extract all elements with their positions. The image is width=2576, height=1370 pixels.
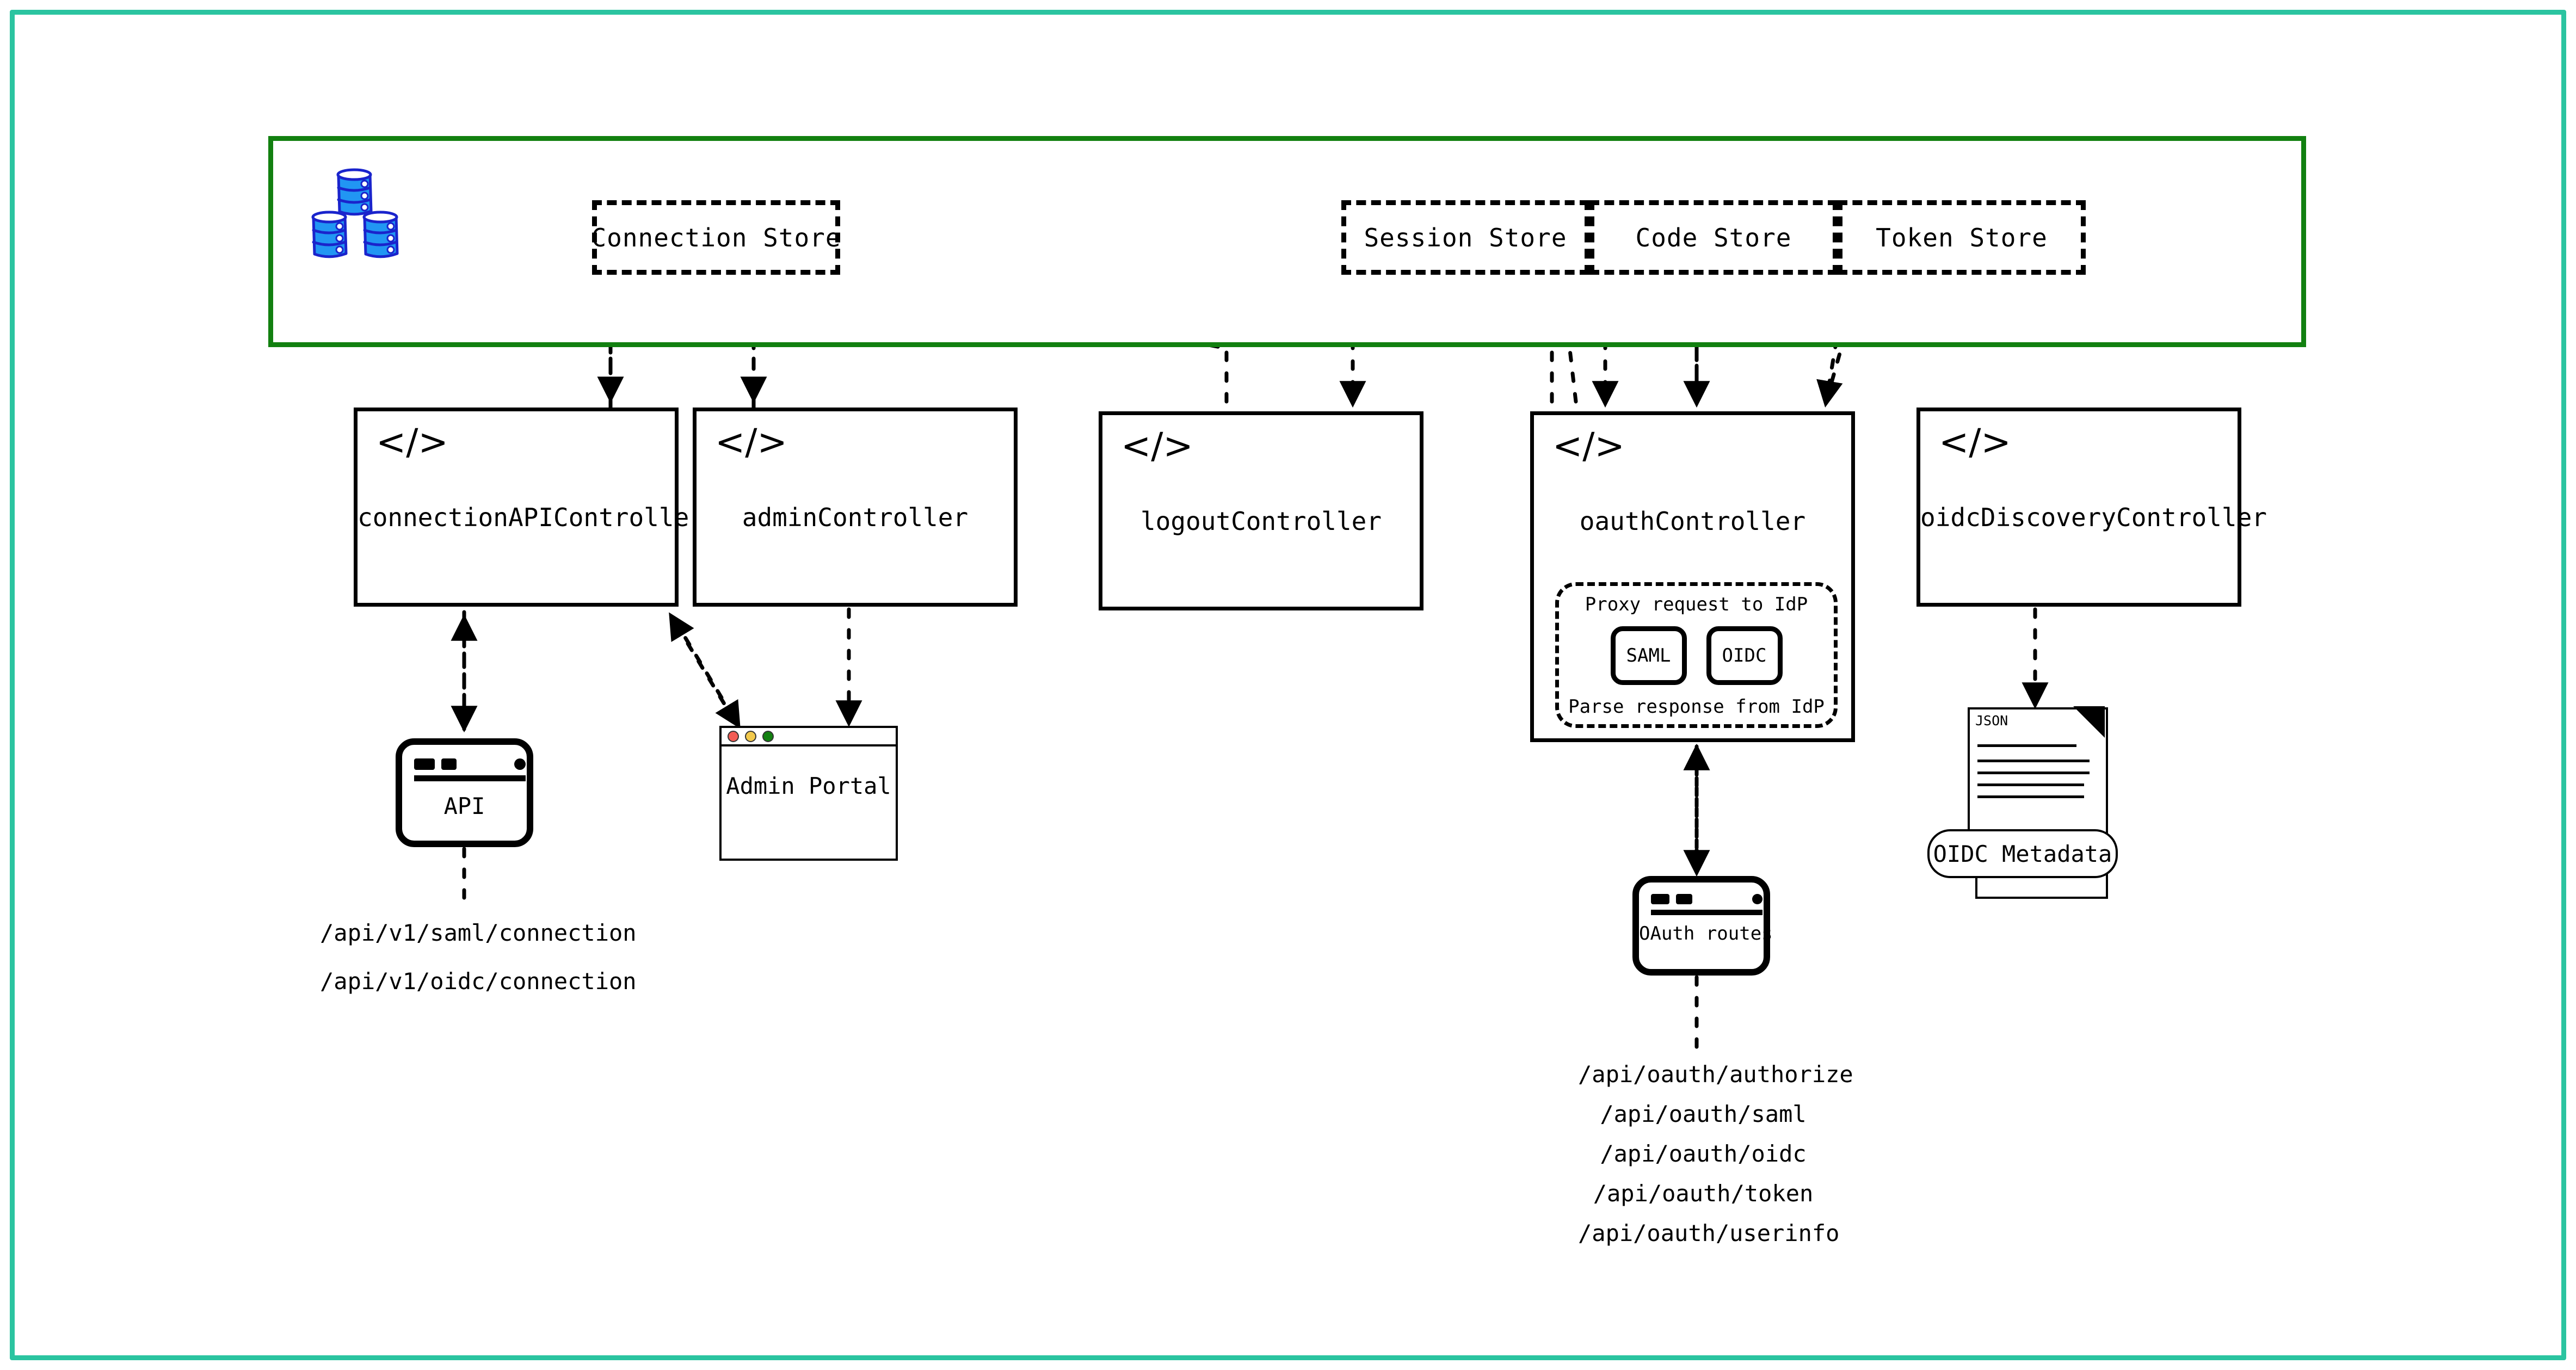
- titlebar-dot: [1676, 893, 1692, 904]
- outer-frame: [10, 10, 2566, 1360]
- json-tag-label: JSON: [1975, 713, 2008, 729]
- titlebar-rule: [1651, 910, 1762, 915]
- document-text-line: [1977, 744, 2076, 747]
- store-token[interactable]: Token Store: [1838, 200, 2086, 275]
- controller-label: logoutController: [1140, 507, 1382, 536]
- parse-response-label: Parse response from IdP: [1568, 696, 1825, 718]
- protocol-chip-saml[interactable]: SAML: [1610, 626, 1687, 685]
- code-brackets-icon: </>: [376, 421, 448, 463]
- traffic-light-green-icon: [762, 730, 774, 742]
- code-brackets-icon: </>: [1121, 425, 1193, 467]
- connection-api-endpoint-list: /api/v1/saml/connection /api/v1/oidc/con…: [320, 919, 637, 1016]
- admin-portal-window[interactable]: Admin Portal: [719, 726, 898, 861]
- titlebar-dot: [441, 758, 457, 770]
- document-text-line: [1977, 795, 2084, 798]
- oidc-metadata-pill[interactable]: OIDC Metadata: [1927, 829, 2118, 878]
- proxy-request-label: Proxy request to IdP: [1585, 594, 1808, 615]
- controller-label: adminController: [742, 503, 969, 532]
- store-code-label: Code Store: [1635, 223, 1792, 252]
- titlebar-dot: [414, 758, 435, 770]
- store-session[interactable]: Session Store: [1341, 200, 1589, 275]
- document-text-line: [1977, 760, 2090, 762]
- device-titlebar: [1651, 892, 1762, 905]
- store-connection[interactable]: Connection Store: [591, 200, 841, 275]
- controller-connectionapicontroller[interactable]: </> connectionAPIController: [354, 408, 704, 607]
- controller-label: oauthController: [1579, 507, 1806, 536]
- window-titlebar: [722, 728, 896, 746]
- store-code[interactable]: Code Store: [1589, 200, 1838, 275]
- protocol-chip-row: SAML OIDC: [1610, 626, 1783, 685]
- controller-label: oidcDiscoveryController: [1920, 503, 2267, 532]
- database-stack-icon: [311, 168, 399, 258]
- controller-admincontroller[interactable]: </> adminController: [693, 408, 1018, 607]
- device-titlebar: [414, 757, 526, 771]
- api-device-icon[interactable]: API: [396, 738, 533, 847]
- endpoint-label: /api/oauth/userinfo: [1578, 1220, 1840, 1246]
- admin-portal-label: Admin Portal: [726, 773, 891, 799]
- proxy-idp-group: Proxy request to IdP SAML OIDC Parse res…: [1555, 582, 1838, 728]
- document-text-line: [1977, 772, 2090, 774]
- endpoint-label: /api/oauth/saml: [1600, 1101, 1807, 1127]
- endpoint-label: /api/v1/oidc/connection: [320, 968, 637, 995]
- store-token-label: Token Store: [1876, 223, 2048, 252]
- endpoint-label: /api/oauth/oidc: [1600, 1140, 1807, 1167]
- oauth-routes-icon[interactable]: OAuth routes: [1632, 876, 1773, 976]
- endpoint-label: /api/oauth/authorize: [1578, 1061, 1853, 1088]
- controller-label: connectionAPIController: [358, 503, 704, 532]
- titlebar-dot: [514, 758, 526, 770]
- oauth-routes-label: OAuth routes: [1639, 923, 1773, 945]
- document-text-line: [1977, 783, 2084, 786]
- code-brackets-icon: </>: [715, 421, 787, 463]
- endpoint-label: /api/oauth/token: [1593, 1180, 1814, 1207]
- titlebar-dot: [1752, 893, 1762, 904]
- titlebar-dot: [1651, 893, 1669, 904]
- endpoint-label: /api/v1/saml/connection: [320, 919, 637, 946]
- controller-oidcdiscoverycontroller[interactable]: </> oidcDiscoveryController: [1916, 408, 2267, 607]
- api-device-label: API: [443, 793, 485, 819]
- controller-logoutcontroller[interactable]: </> logoutController: [1099, 411, 1423, 610]
- titlebar-rule: [414, 775, 526, 781]
- traffic-light-red-icon: [728, 730, 739, 742]
- oauth-endpoint-list: /api/oauth/authorize /api/oauth/saml /ap…: [1578, 1061, 1853, 1260]
- store-connection-label: Connection Store: [591, 223, 841, 252]
- code-brackets-icon: </>: [1939, 421, 2011, 463]
- traffic-light-yellow-icon: [745, 730, 756, 742]
- code-brackets-icon: </>: [1552, 425, 1625, 467]
- controller-oauthcontroller[interactable]: </> oauthController Proxy request to IdP…: [1530, 411, 1855, 742]
- store-session-label: Session Store: [1364, 223, 1567, 252]
- oidc-metadata-label: OIDC Metadata: [1933, 840, 2112, 867]
- protocol-chip-oidc[interactable]: OIDC: [1706, 626, 1783, 685]
